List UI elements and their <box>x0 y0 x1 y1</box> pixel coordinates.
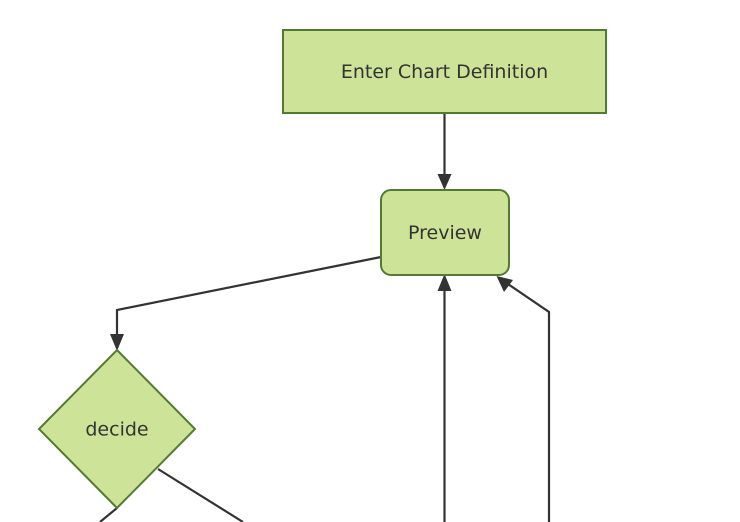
edge-enter-to-preview <box>437 113 452 190</box>
edge-decide-bottom-right <box>157 468 244 522</box>
arrow-head-icon <box>437 274 452 291</box>
node-shape-rounded-rectangle[interactable] <box>380 189 510 276</box>
edge-line <box>99 507 118 522</box>
node-label-decide: decide <box>85 419 148 441</box>
node-enter-chart-definition[interactable]: Enter Chart Definition <box>282 29 607 114</box>
node-decide[interactable]: decide <box>37 348 197 510</box>
edge-line <box>507 283 551 522</box>
node-preview[interactable]: Preview <box>380 189 510 276</box>
edge-bottom-right-to-preview <box>496 276 551 522</box>
edge-decide-bottom-left <box>99 507 118 522</box>
edge-bottom-to-preview-center <box>437 274 452 522</box>
arrow-head-icon <box>496 276 513 292</box>
node-label-preview: Preview <box>408 222 482 244</box>
node-label-enter: Enter Chart Definition <box>341 61 548 83</box>
edge-line <box>157 468 244 522</box>
edge-preview-to-decide <box>110 255 382 351</box>
arrow-head-icon <box>110 334 124 351</box>
node-shape-diamond[interactable] <box>37 348 197 510</box>
arrow-head-icon <box>437 174 452 190</box>
edge-line <box>115 255 382 338</box>
node-shape-rectangle[interactable] <box>282 29 607 114</box>
